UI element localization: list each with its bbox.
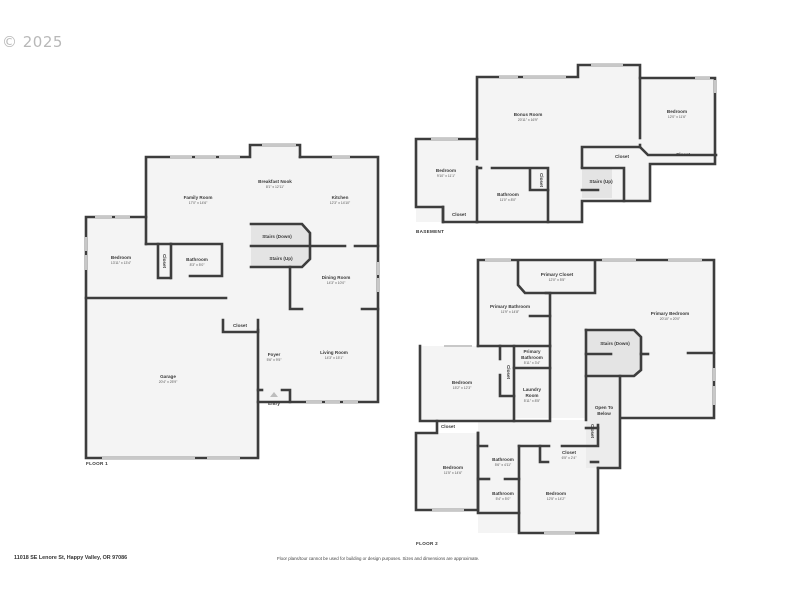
floor-2-walls bbox=[414, 258, 716, 535]
stairs-up-basement bbox=[582, 168, 612, 198]
room-label-closet-bottom-left: Closet bbox=[441, 424, 456, 429]
room-label-closet-bedroom-floor1: Closet bbox=[162, 254, 167, 269]
stairs-down-floor2 bbox=[586, 330, 641, 376]
room-label-bathroom-basement: Bathroom bbox=[497, 192, 519, 197]
open-to-below-area bbox=[586, 376, 620, 468]
room-label-bedroom-bottom-right: Bedroom bbox=[546, 491, 566, 496]
room-label-primary-bedroom: Primary Bedroom bbox=[651, 311, 690, 316]
room-label-entry: Entry bbox=[268, 401, 280, 406]
room-dim-bonus-room: 20'11" x 16'9" bbox=[518, 118, 539, 122]
room-label-laundry-line1: Laundry bbox=[523, 387, 542, 392]
room-label-breakfast-nook: Breakfast Nook bbox=[258, 179, 292, 184]
room-label-dining-room: Dining Room bbox=[322, 275, 351, 280]
room-dim-closet-bedroom-bottom-right: 6'5" x 2'4" bbox=[562, 456, 578, 460]
room-dim-family-room: 17'0" x 14'6" bbox=[189, 201, 208, 205]
room-label-closet-basement-right: Closet bbox=[676, 152, 691, 157]
room-dim-primary-bedroom: 20'10" x 20'0" bbox=[660, 317, 681, 321]
room-label-open-to-below-line1: Open To bbox=[595, 405, 613, 410]
room-label-closet-foyer: Closet bbox=[233, 323, 248, 328]
room-label-bedroom-basement-left: Bedroom bbox=[436, 168, 456, 173]
room-label-closet-basement-center: Closet bbox=[615, 154, 630, 159]
room-dim-laundry: 5'11" x 8'5" bbox=[524, 399, 541, 403]
room-label-closet-bedroom-bottom-right: Closet bbox=[562, 450, 577, 455]
room-label-bonus-room: Bonus Room bbox=[514, 112, 543, 117]
room-dim-primary-closet: 12'0" x 5'5" bbox=[549, 278, 567, 282]
room-dim-bedroom-bottom-left: 11'5" x 14'6" bbox=[444, 471, 463, 475]
room-label-primary-bathroom-small-line2: Bathroom bbox=[521, 355, 543, 360]
room-dim-bedroom-basement-left: 9'10" x 11'1" bbox=[437, 174, 456, 178]
room-dim-foyer: 5'6" x 9'5" bbox=[267, 358, 283, 362]
room-dim-primary-bathroom: 11'9" x 14'8" bbox=[501, 310, 520, 314]
floor-1-windows bbox=[85, 144, 379, 459]
room-label-closet-basement-left: Closet bbox=[452, 212, 467, 217]
room-label-primary-bathroom: Primary Bathroom bbox=[490, 304, 530, 309]
room-label-primary-closet: Primary Closet bbox=[541, 272, 574, 277]
floor-1-fill bbox=[86, 145, 378, 458]
room-label-stairs-up-floor1: Stairs (Up) bbox=[269, 256, 293, 261]
floor-label-floor2: FLOOR 2 bbox=[416, 541, 438, 546]
basement-fill bbox=[416, 65, 715, 222]
room-dim-bathroom-b: 5'4" x 5'0" bbox=[496, 497, 512, 501]
room-label-kitchen: Kitchen bbox=[332, 195, 349, 200]
property-address: 11018 SE Lenore St, Happy Valley, OR 970… bbox=[14, 555, 128, 561]
room-dim-bedroom-basement-right: 12'0" x 11'6" bbox=[668, 115, 687, 119]
room-label-bedroom-bottom-left: Bedroom bbox=[443, 465, 463, 470]
room-dim-bathroom-a: 5'6" x 4'11" bbox=[495, 463, 512, 467]
stairs-down-floor1 bbox=[251, 224, 310, 246]
room-label-closet-hall: Closet bbox=[590, 424, 595, 439]
room-label-stairs-up-basement: Stairs (Up) bbox=[589, 179, 613, 184]
room-dim-garage: 20'4" x 25'9" bbox=[159, 380, 178, 384]
basement-windows bbox=[431, 64, 716, 140]
room-label-primary-bathroom-small-line1: Primary bbox=[523, 349, 541, 354]
room-label-bathroom-b: Bathroom bbox=[492, 491, 514, 496]
copyright-watermark: © 2025 bbox=[2, 33, 63, 51]
room-label-bedroom-floor2-left: Bedroom bbox=[452, 380, 472, 385]
room-label-laundry-line2: Room bbox=[525, 393, 538, 398]
room-dim-breakfast-nook: 8'1" x 12'11" bbox=[266, 185, 285, 189]
floor-2-windows bbox=[432, 259, 715, 534]
room-label-garage: Garage bbox=[160, 374, 176, 379]
room-dim-bathroom-basement: 11'0" x 8'0" bbox=[500, 198, 517, 202]
room-label-closet-floor2-left: Closet bbox=[506, 365, 511, 380]
room-label-bedroom-basement-right: Bedroom bbox=[667, 109, 687, 114]
room-label-bathroom-floor1: Bathroom bbox=[186, 257, 208, 262]
room-label-open-to-below-line2: Below bbox=[597, 411, 611, 416]
room-label-family-room: Family Room bbox=[184, 195, 213, 200]
room-label-bathroom-a: Bathroom bbox=[492, 457, 514, 462]
disclaimer-text: Floor plans/tour cannot be used for buil… bbox=[277, 556, 480, 561]
room-dim-bedroom-bottom-right: 12'5" x 14'2" bbox=[547, 497, 566, 501]
room-dim-kitchen: 12'3" x 14'10" bbox=[330, 201, 351, 205]
floor-label-floor1: FLOOR 1 bbox=[86, 461, 108, 466]
room-dim-dining-room: 14'3" x 10'0" bbox=[327, 281, 346, 285]
room-dim-bedroom-floor2-left: 15'2" x 12'3" bbox=[453, 386, 472, 390]
room-dim-primary-bathroom-small: 5'11" x 3'4" bbox=[524, 361, 541, 365]
floor-label-basement: BASEMENT bbox=[416, 229, 444, 234]
room-dim-bedroom-floor1: 13'11" x 13'4" bbox=[111, 261, 132, 265]
room-label-closet-basement-bath: Closet bbox=[539, 173, 544, 188]
room-label-living-room: Living Room bbox=[320, 350, 348, 355]
room-label-foyer: Foyer bbox=[268, 352, 281, 357]
entry-arrow-icon bbox=[270, 392, 278, 397]
basement-plan: Bonus Room 20'11" x 16'9" Bedroom 12'0" … bbox=[414, 63, 718, 234]
floor-1-plan: Breakfast Nook 8'1" x 12'11" Family Room… bbox=[84, 143, 380, 466]
room-label-stairs-down-floor1: Stairs (Down) bbox=[262, 234, 292, 239]
stairs-up-floor1 bbox=[251, 246, 310, 267]
room-dim-bathroom-floor1: 8'3" x 5'0" bbox=[190, 263, 206, 267]
room-dim-living-room: 14'3" x 15'1" bbox=[325, 356, 344, 360]
room-label-stairs-down-floor2: Stairs (Down) bbox=[600, 341, 630, 346]
room-label-bedroom-floor1: Bedroom bbox=[111, 255, 131, 260]
basement-walls bbox=[414, 63, 718, 224]
floor-2-plan: Primary Closet 12'0" x 5'5" Primary Bath… bbox=[414, 258, 716, 546]
